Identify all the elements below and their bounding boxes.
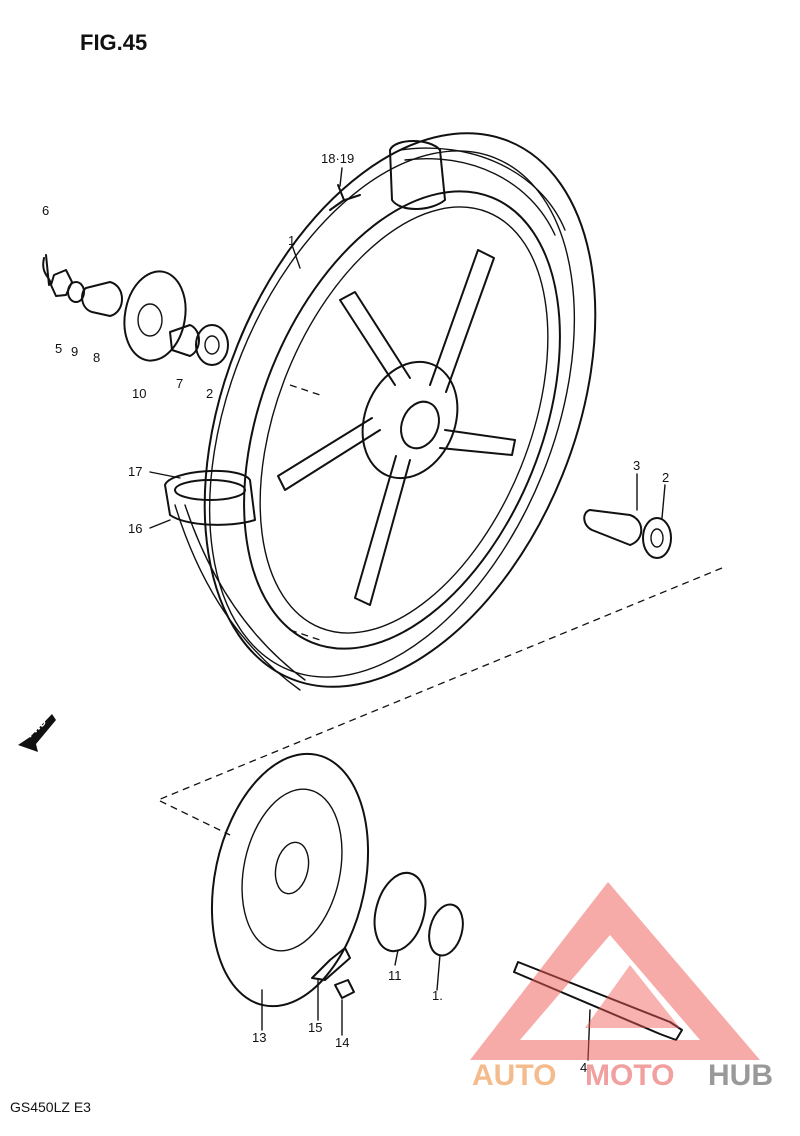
- tube-section: [164, 470, 256, 526]
- rim-inner: [259, 206, 549, 634]
- left-hub-parts: [42, 254, 229, 366]
- callout-13: 13: [252, 1030, 266, 1045]
- right-hub-parts: [583, 509, 672, 559]
- wheel-tire-assembly: [164, 132, 597, 691]
- figure-title: FIG.45: [80, 30, 147, 55]
- callout-9: 9: [71, 344, 78, 359]
- tire-groove: [404, 158, 556, 236]
- disc-bolt: [334, 979, 355, 999]
- callout-4: 4: [580, 1060, 587, 1075]
- brake-disc-assembly: [210, 752, 683, 1041]
- tire-section-top: [389, 140, 446, 210]
- tire-groove: [174, 504, 301, 691]
- speedometer-gearbox: [123, 270, 187, 362]
- spacer-7: [169, 324, 200, 357]
- callout-2a: 2: [206, 386, 213, 401]
- cotter-pin: [42, 254, 52, 286]
- callout-2b: 2: [662, 470, 669, 485]
- assembly-line: [289, 384, 321, 396]
- callout-1: 1: [288, 233, 295, 248]
- watermark-logo: AUTO MOTO HUB: [470, 882, 773, 1092]
- bearing-right: [642, 517, 672, 559]
- forward-marker: FWD: [18, 714, 56, 752]
- wheel-spokes: [277, 249, 516, 606]
- spacer-3: [583, 509, 643, 546]
- callout-12: 1.: [432, 988, 443, 1003]
- assembly-line: [156, 567, 723, 836]
- tire-groove: [399, 147, 566, 231]
- tire-outer: [203, 132, 597, 688]
- callout-16: 16: [128, 521, 142, 536]
- valve-bolt: [329, 184, 361, 211]
- watermark-hub: HUB: [708, 1059, 773, 1092]
- speedometer-drive-gear: [373, 871, 427, 953]
- axle-nut: [50, 269, 73, 297]
- callout-6: 6: [42, 203, 49, 218]
- callout-3: 3: [633, 458, 640, 473]
- bearing-left: [195, 324, 229, 366]
- callout-18-19: 18·19: [321, 151, 354, 166]
- model-code: GS450LZ E3: [10, 1099, 91, 1115]
- lock-washer: [311, 947, 351, 981]
- callout-17: 17: [128, 464, 142, 479]
- brake-disc: [210, 752, 370, 1008]
- tube-rim-strip: [174, 479, 246, 501]
- disc-center: [274, 841, 310, 895]
- callout-7: 7: [176, 376, 183, 391]
- watermark-auto: AUTO: [472, 1059, 556, 1092]
- callout-14: 14: [335, 1035, 349, 1050]
- callout-11: 11: [388, 968, 402, 983]
- hub-bore: [400, 400, 440, 450]
- callout-8: 8: [93, 350, 100, 365]
- callout-10: 10: [132, 386, 146, 401]
- gearbox-boss: [137, 303, 163, 337]
- washer: [67, 281, 85, 303]
- callout-5: 5: [55, 341, 62, 356]
- gear-retainer: [428, 903, 464, 957]
- tire-tread-line: [208, 150, 576, 678]
- rim-outer: [243, 190, 561, 650]
- watermark-moto: MOTO: [585, 1059, 674, 1092]
- callout-15: 15: [308, 1020, 322, 1035]
- spacer: [81, 281, 123, 317]
- tire-groove: [184, 504, 306, 681]
- disc-hole-ring: [241, 788, 343, 952]
- assembly-line: [289, 629, 321, 641]
- wheel-hub: [361, 360, 459, 480]
